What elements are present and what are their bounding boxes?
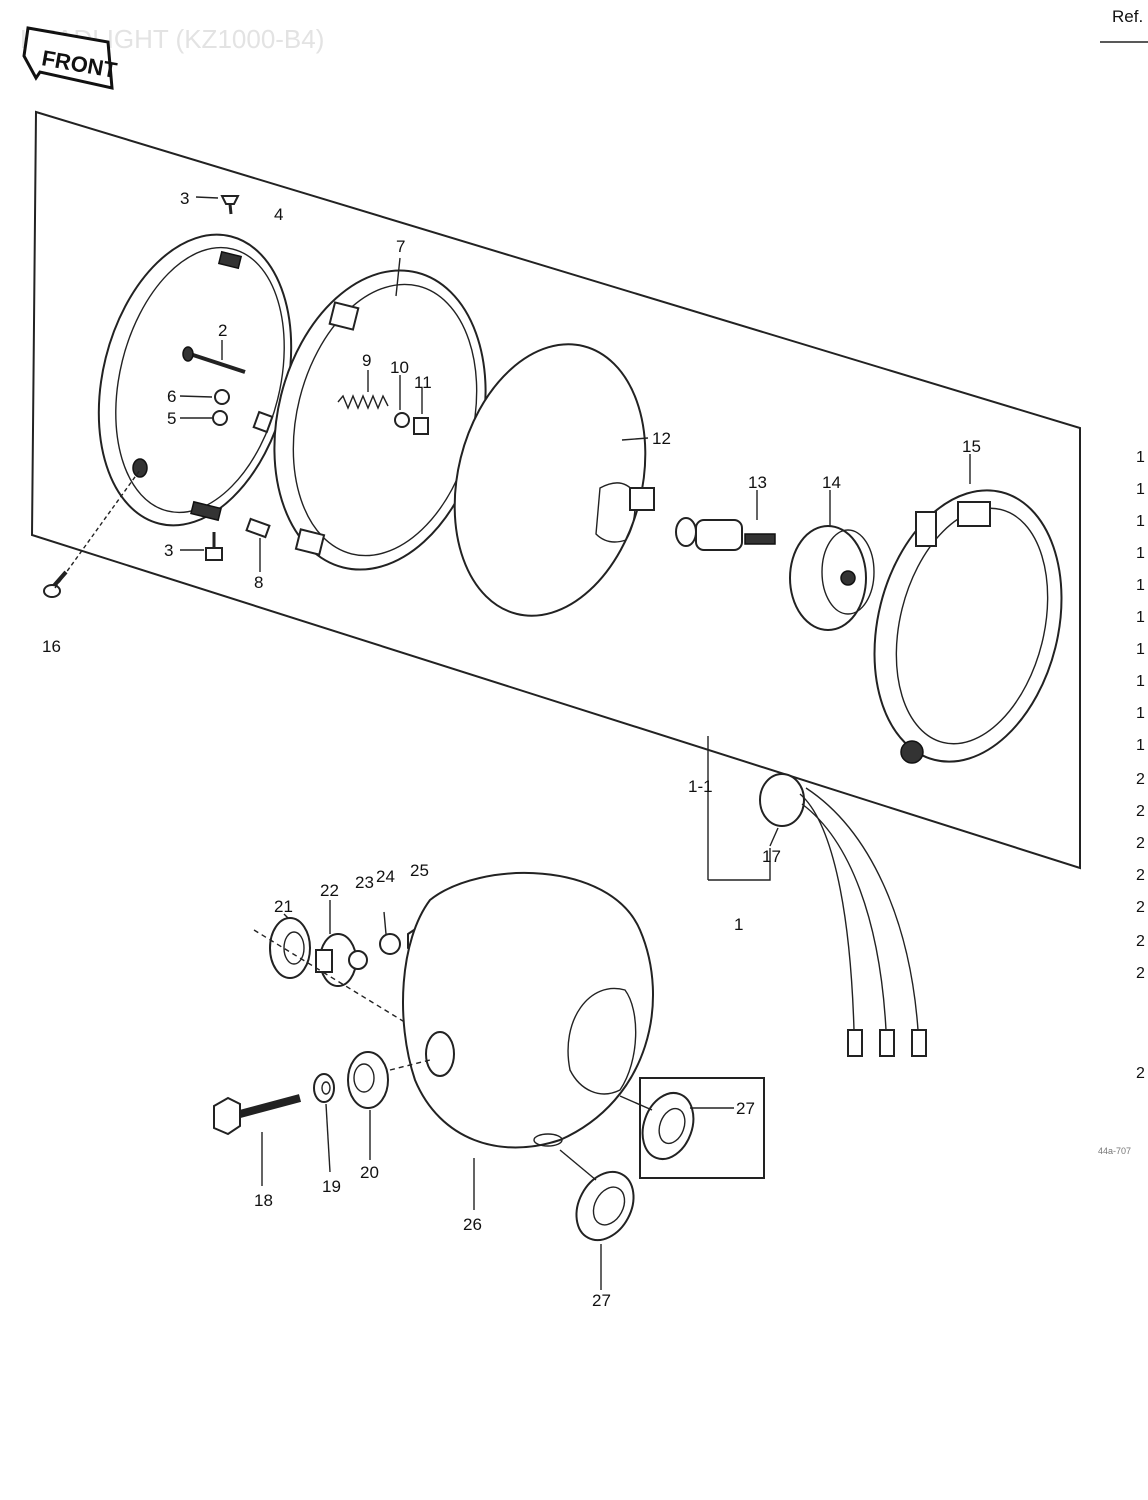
callout-18: 18 [254,1191,273,1210]
callout-27-inset: 27 [736,1099,755,1118]
side-ref-1: 1 [1136,481,1145,498]
part-washer-24 [379,933,401,955]
callout-24: 24 [376,867,395,886]
callout-5: 5 [167,409,176,428]
part-27-inset-box [639,1077,765,1179]
part-screw-3-top [220,195,240,215]
part-bulb [675,517,776,551]
callout-16: 16 [42,637,61,656]
callout-13: 13 [748,473,767,492]
ref-column-label: Ref. [1112,7,1143,26]
part-nut-11 [413,417,429,435]
ref-number-column: 1 1 1 1 1 1 1 1 1 1 2 2 2 2 2 2 2 2 [1136,449,1145,1082]
callout-25: 25 [410,861,429,880]
callout-3-top: 3 [180,189,189,208]
callout-27-lower: 27 [592,1291,611,1310]
side-ref-15: 2 [1136,933,1145,950]
side-ref-6: 1 [1136,641,1145,658]
side-ref-9: 1 [1136,737,1145,754]
callout-19: 19 [322,1177,341,1196]
footer-code: 44a-707 [1098,1146,1131,1156]
part-housing-ring [273,269,487,571]
part-washer-10 [394,412,410,428]
callout-labels: 1 1-1 2 3 3 4 5 6 7 8 9 10 11 12 13 14 1… [42,189,981,1310]
part-socket-cover [789,525,875,631]
part-headlight-shell [402,872,654,1149]
side-ref-10: 2 [1136,771,1145,788]
side-ref-8: 1 [1136,705,1145,722]
side-ref-4: 1 [1136,577,1145,594]
callout-10: 10 [390,358,409,377]
part-mount-ring [873,489,1063,764]
side-ref-3: 1 [1136,545,1145,562]
leader-27-lower [559,1149,597,1181]
callout-15: 15 [962,437,981,456]
subassembly-panel [30,110,1081,870]
callout-23: 23 [355,873,374,892]
front-arrow-icon [22,26,114,90]
callout-leaders [179,196,971,1290]
side-ref-2: 1 [1136,513,1145,530]
side-ref-13: 2 [1136,867,1145,884]
part-grommet-21 [269,917,311,979]
callout-17: 17 [762,847,781,866]
part-sealed-beam [453,343,655,617]
part-clip-8 [245,517,271,539]
part-grommet-20 [347,1051,389,1109]
side-ref-17: 2 [1136,1065,1145,1082]
callout-9: 9 [362,351,371,370]
callout-6: 6 [167,387,176,406]
callout-1: 1 [734,915,743,934]
part-screw-3-bottom [205,532,223,561]
part-washer-5 [212,410,228,426]
side-ref-7: 1 [1136,673,1145,690]
callout-21: 21 [274,897,293,916]
callout-8: 8 [254,573,263,592]
part-nut-6 [214,389,230,405]
leader-27-inset [619,1095,653,1111]
part-block [252,410,274,434]
bracket-1 [708,848,771,881]
side-ref-12: 2 [1136,835,1145,852]
part-washer-19 [313,1073,335,1103]
part-rim [97,233,293,527]
side-ref-16: 2 [1136,965,1145,982]
callout-1-1: 1-1 [688,777,713,796]
callout-11: 11 [414,373,432,392]
part-grommet-27-inset [641,1092,695,1160]
part-screw-16 [43,570,68,598]
callout-7: 7 [396,237,405,256]
part-grommet-27-lower [575,1170,635,1242]
part-bolt-18 [213,1094,302,1136]
callout-14: 14 [822,473,841,492]
part-collar-22 [315,933,357,987]
side-ref-5: 1 [1136,609,1145,626]
leader-16 [54,469,141,589]
side-ref-0: 1 [1136,449,1145,466]
front-arrow-badge: FRONT [22,26,119,90]
side-ref-11: 2 [1136,803,1145,820]
part-washer-23 [348,950,368,970]
callout-20: 20 [360,1163,379,1182]
part-wiring-harness [759,773,927,1057]
callout-3-bottom: 3 [164,541,173,560]
callout-2: 2 [218,321,227,340]
part-spring-9 [337,394,389,410]
axis-line-lower [389,1059,431,1071]
callout-22: 22 [320,881,339,900]
callout-26: 26 [463,1215,482,1234]
callout-12: 12 [652,429,671,448]
side-ref-14: 2 [1136,899,1145,916]
callout-4: 4 [274,205,283,224]
part-screw-2 [182,346,246,374]
